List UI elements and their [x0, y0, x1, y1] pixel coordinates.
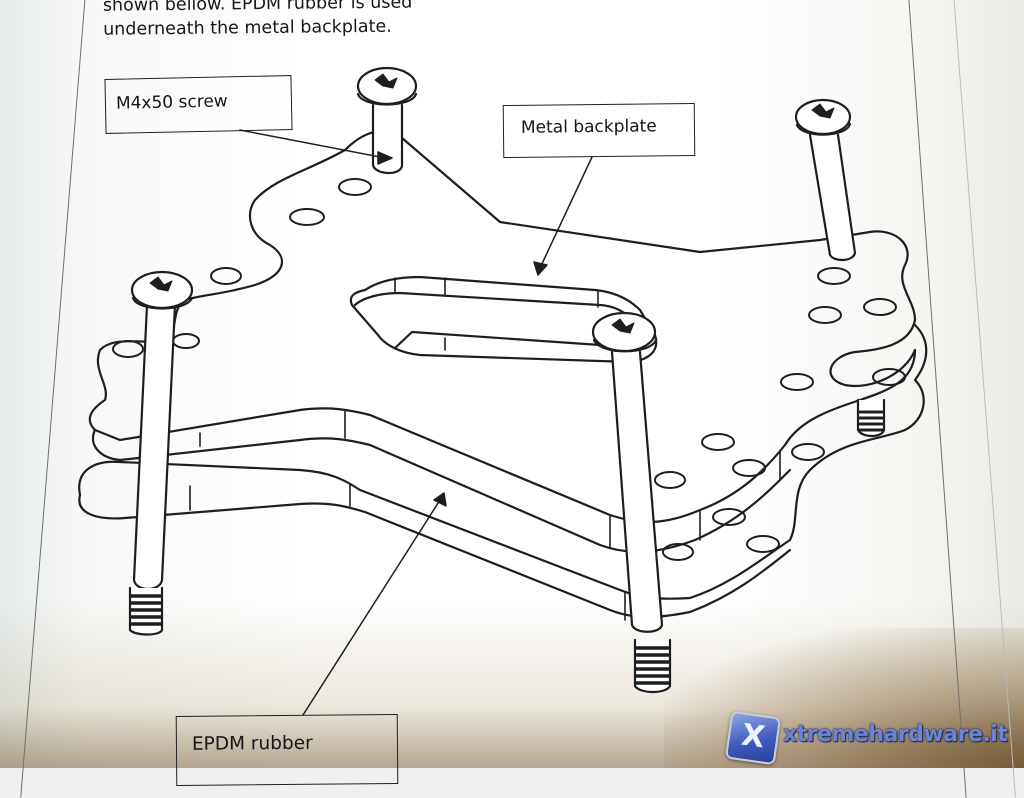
- hole: [791, 443, 825, 461]
- leader-lines: [239, 129, 593, 716]
- hole: [210, 267, 242, 285]
- hole: [732, 459, 766, 477]
- screw-front-center: [591, 311, 672, 694]
- callout-epdm-rubber: EPDM rubber: [175, 714, 399, 786]
- leader-screw: [239, 129, 386, 159]
- hole: [863, 298, 897, 316]
- leader-epdm: [302, 499, 441, 716]
- hole: [112, 340, 144, 358]
- x-logo-icon: X: [724, 710, 782, 766]
- hole: [780, 373, 814, 391]
- hole: [746, 535, 780, 553]
- metal-backplate: [88, 129, 917, 553]
- epdm-rubber-plate: [78, 323, 928, 621]
- callout-screw-label: M4x50 screw: [115, 91, 228, 114]
- callout-backplate: Metal backplate: [502, 102, 696, 159]
- hole: [872, 368, 906, 386]
- watermark-text: xtremehardware.it: [783, 722, 1008, 747]
- hole: [808, 306, 842, 324]
- hole: [172, 333, 200, 349]
- callout-screw: M4x50 screw: [104, 75, 293, 134]
- callout-backplate-label: Metal backplate: [520, 116, 657, 138]
- shadow-corner: [664, 628, 1024, 768]
- watermark: X xtremehardware.it: [724, 710, 1016, 766]
- arrow-head-epdm: [433, 492, 447, 507]
- screw-top-right: [794, 98, 886, 438]
- arrow-head-screw: [377, 151, 393, 165]
- hole: [662, 543, 694, 561]
- hole: [817, 267, 851, 285]
- arrow-head-backplate: [533, 261, 548, 276]
- hole: [338, 178, 372, 196]
- hole: [289, 208, 325, 226]
- backplate-diagram: [78, 66, 928, 716]
- callout-epdm-label: EPDM rubber: [191, 732, 313, 755]
- leader-backplate: [539, 156, 593, 269]
- hole: [701, 433, 735, 451]
- screw-left: [128, 270, 194, 636]
- hole: [712, 508, 746, 526]
- hole: [654, 471, 686, 489]
- mounting-holes: [112, 178, 906, 561]
